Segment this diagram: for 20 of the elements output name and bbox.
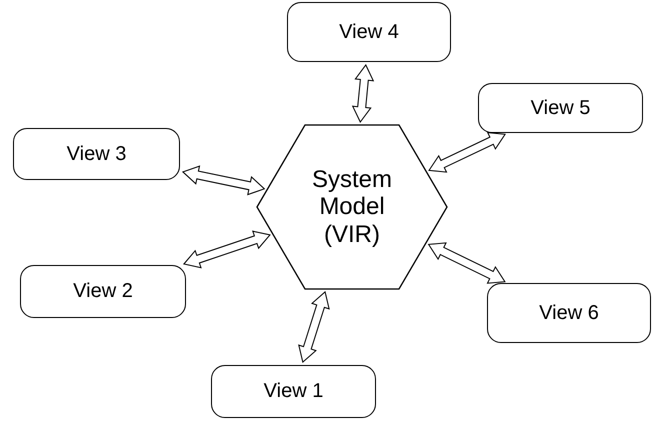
view-box bbox=[478, 83, 643, 133]
double-arrow bbox=[182, 165, 266, 196]
double-arrow bbox=[352, 64, 374, 123]
hexagon-node bbox=[257, 125, 447, 289]
double-arrow bbox=[182, 230, 271, 268]
node-label: View 6 bbox=[539, 302, 599, 324]
double-arrow bbox=[428, 242, 506, 284]
node-label: View 1 bbox=[264, 380, 324, 403]
double-arrow bbox=[428, 132, 506, 173]
node-label: View 5 bbox=[530, 96, 590, 120]
node-label: View 4 bbox=[339, 20, 399, 44]
view-box bbox=[13, 128, 180, 180]
view-box bbox=[211, 365, 376, 418]
node-label: View 3 bbox=[66, 142, 126, 166]
view-box bbox=[20, 265, 186, 318]
node-label: View 2 bbox=[73, 280, 133, 303]
view-box bbox=[487, 283, 651, 343]
node-label: System Model (VIR) bbox=[310, 166, 393, 248]
view-box bbox=[287, 2, 451, 62]
double-arrow bbox=[298, 290, 330, 364]
